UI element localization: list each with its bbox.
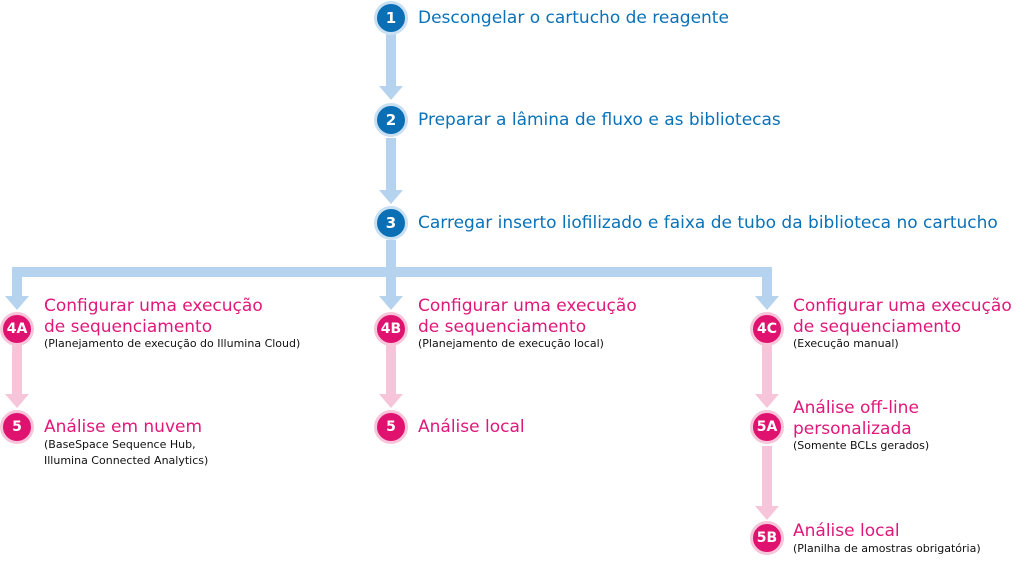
connector-2-3 [386, 138, 396, 192]
step-4b-badge: 4B [374, 312, 408, 346]
step-5-local-number: 5 [386, 419, 396, 435]
step-5-cloud-number: 5 [12, 419, 22, 435]
connector-4c-5a [762, 344, 772, 396]
step-4c-number: 4C [756, 321, 777, 337]
arrow-head-2 [379, 86, 403, 100]
connector-3-branch [386, 240, 396, 276]
step-5b-subtitle: (Planilha de amostras obrigatória) [793, 542, 981, 555]
step-4c-badge: 4C [750, 312, 784, 346]
step-3-number: 3 [385, 214, 397, 232]
arrow-head-4a [5, 296, 29, 310]
step-4c-subtitle: (Execução manual) [793, 337, 899, 350]
connector-4a-5 [12, 344, 22, 396]
step-4a-title-line2: de sequenciamento [44, 317, 213, 337]
step-5a-title-line2: personalizada [793, 419, 912, 439]
step-4a-subtitle: (Planejamento de execução do Illumina Cl… [44, 337, 301, 350]
connector-4b-5 [386, 344, 396, 396]
step-5b-number: 5B [756, 530, 778, 546]
step-4c-title-line1: Configurar uma execução [793, 296, 1012, 316]
step-5b-badge: 5B [750, 521, 784, 555]
step-4b-subtitle: (Planejamento de execução local) [418, 337, 604, 350]
step-4a-title-line1: Configurar uma execução [44, 296, 263, 316]
step-5-cloud-badge: 5 [0, 410, 34, 444]
step-5a-number: 5A [756, 419, 778, 435]
step-4b-title-line1: Configurar uma execução [418, 296, 637, 316]
step-1-number: 1 [385, 9, 397, 27]
step-4b-number: 4B [380, 321, 402, 337]
drop-4b [386, 267, 396, 299]
step-2-number: 2 [385, 111, 397, 129]
step-2-badge: 2 [374, 103, 408, 137]
step-3-badge: 3 [374, 206, 408, 240]
arrow-head-5-b [379, 394, 403, 408]
step-1-title: Descongelar o cartucho de reagente [418, 8, 729, 28]
arrow-head-3 [379, 190, 403, 204]
step-4a-number: 4A [6, 321, 28, 337]
step-5-cloud-subtitle-line1: (BaseSpace Sequence Hub, [44, 438, 196, 451]
step-4a-badge: 4A [0, 312, 34, 346]
step-4b-title-line2: de sequenciamento [418, 317, 587, 337]
arrow-head-5a [755, 394, 779, 408]
step-5-cloud-title: Análise em nuvem [44, 417, 203, 437]
drop-4c [762, 267, 772, 299]
arrow-head-5-a [5, 394, 29, 408]
drop-4a [12, 267, 22, 299]
connector-1-2 [386, 34, 396, 88]
step-5-cloud-subtitle-line2: Illumina Connected Analytics) [44, 454, 209, 467]
arrow-head-5b [755, 506, 779, 520]
arrow-head-4c [755, 296, 779, 310]
step-5a-subtitle: (Somente BCLs gerados) [793, 439, 930, 452]
step-3-title: Carregar inserto liofilizado e faixa de … [418, 213, 998, 233]
step-5-local-badge: 5 [374, 410, 408, 444]
step-5b-title: Análise local [793, 521, 900, 541]
connector-5a-5b [762, 446, 772, 508]
step-5a-title-line1: Análise off-line [793, 398, 919, 418]
arrow-head-4b [379, 296, 403, 310]
step-5-local-title: Análise local [418, 417, 525, 437]
step-5a-badge: 5A [750, 410, 784, 444]
step-2-title: Preparar a lâmina de fluxo e as bibliote… [418, 110, 781, 130]
step-4c-title-line2: de sequenciamento [793, 317, 962, 337]
step-1-badge: 1 [374, 1, 408, 35]
